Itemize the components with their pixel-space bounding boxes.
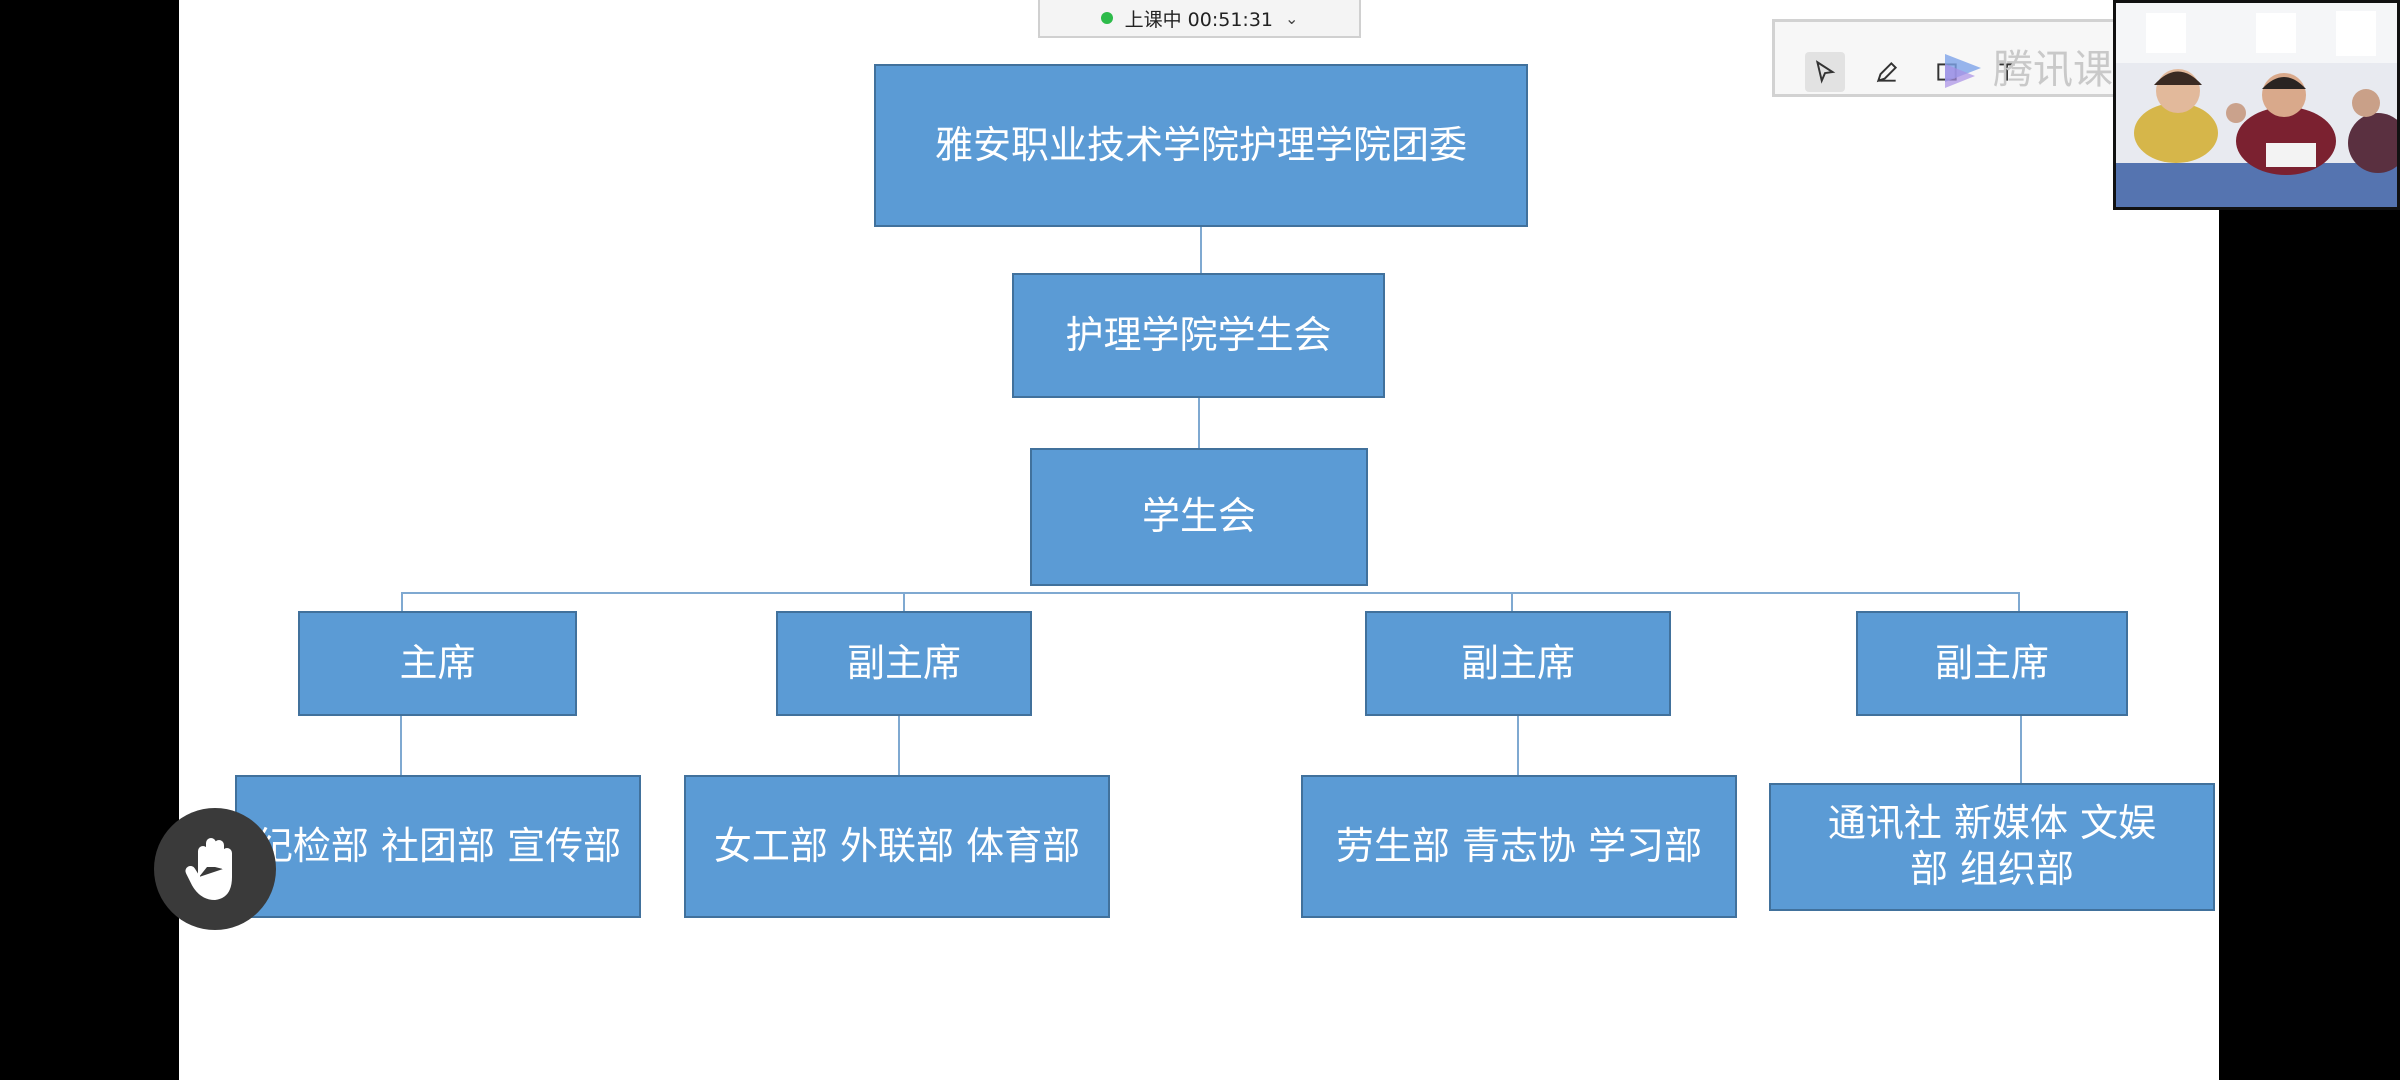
tencent-class-logo-icon: [1945, 54, 1981, 88]
org-node-student-union-college: 护理学院学生会: [1012, 273, 1385, 398]
connector-bus-to-vp3: [2018, 592, 2020, 613]
video-frame: [2116, 3, 2397, 207]
connector-horizontal-bus: [401, 592, 2020, 594]
org-node-root-label: 雅安职业技术学院护理学院团委: [934, 122, 1467, 167]
cursor-tool-button[interactable]: [1805, 52, 1845, 92]
org-node-vice-president-1: 副主席: [776, 611, 1032, 716]
org-node-level3-label: 学生会: [1141, 494, 1256, 539]
pen-icon: [1876, 61, 1898, 83]
status-label: 上课中 00:51:31: [1125, 5, 1273, 32]
position-label: 主席: [399, 640, 476, 685]
status-timer: 00:51:31: [1187, 8, 1273, 31]
org-node-student-union: 学生会: [1030, 448, 1368, 586]
departments-label: 劳生部 青志协 学习部: [1335, 823, 1703, 868]
raise-hand-button[interactable]: [154, 808, 276, 930]
position-label: 副主席: [1934, 640, 2049, 685]
org-node-departments-3: 劳生部 青志协 学习部: [1301, 775, 1737, 918]
org-node-root: 雅安职业技术学院护理学院团委: [874, 64, 1528, 227]
org-node-president: 主席: [298, 611, 577, 716]
watermark-text: 腾讯课: [1993, 47, 2113, 93]
org-node-departments-1: 纪检部 社团部 宣传部: [235, 775, 641, 918]
text-icon: [1999, 63, 2015, 81]
text-tool-button[interactable]: [1987, 52, 2027, 92]
raise-hand-icon: [185, 838, 232, 900]
connector-vp2-to-depts: [1517, 715, 1519, 776]
connector-president-to-depts: [400, 715, 402, 776]
connector-bus-to-vp1: [903, 592, 905, 613]
org-node-vice-president-3: 副主席: [1856, 611, 2128, 716]
org-node-departments-4: 通讯社 新媒体 文娱部 组织部: [1769, 783, 2215, 911]
departments-label: 女工部 外联部 体育部: [713, 823, 1081, 868]
pen-tool-button[interactable]: [1867, 52, 1907, 92]
class-status-indicator[interactable]: 上课中 00:51:31 ⌄: [1038, 0, 1361, 38]
connector-root-to-level2: [1200, 226, 1202, 274]
connector-bus-to-vp2: [1511, 592, 1513, 613]
webcam-video[interactable]: [2113, 0, 2400, 210]
connector-vp1-to-depts: [898, 715, 900, 776]
connector-level2-to-level3: [1198, 397, 1200, 449]
connector-bus-to-president: [401, 592, 403, 613]
position-label: 副主席: [1460, 640, 1575, 685]
org-node-departments-2: 女工部 外联部 体育部: [684, 775, 1110, 918]
org-node-level2-label: 护理学院学生会: [1065, 312, 1332, 357]
status-text: 上课中: [1124, 8, 1182, 31]
position-label: 副主席: [846, 640, 961, 685]
org-node-vice-president-2: 副主席: [1365, 611, 1671, 716]
status-dot-icon: [1100, 12, 1113, 24]
departments-label: 通讯社 新媒体 文娱部 组织部: [1827, 801, 2157, 891]
departments-label: 纪检部 社团部 宣传部: [254, 823, 622, 868]
connector-vp3-to-depts: [2020, 715, 2022, 784]
cursor-icon: [1815, 60, 1836, 84]
chevron-down-icon[interactable]: ⌄: [1285, 8, 1299, 28]
